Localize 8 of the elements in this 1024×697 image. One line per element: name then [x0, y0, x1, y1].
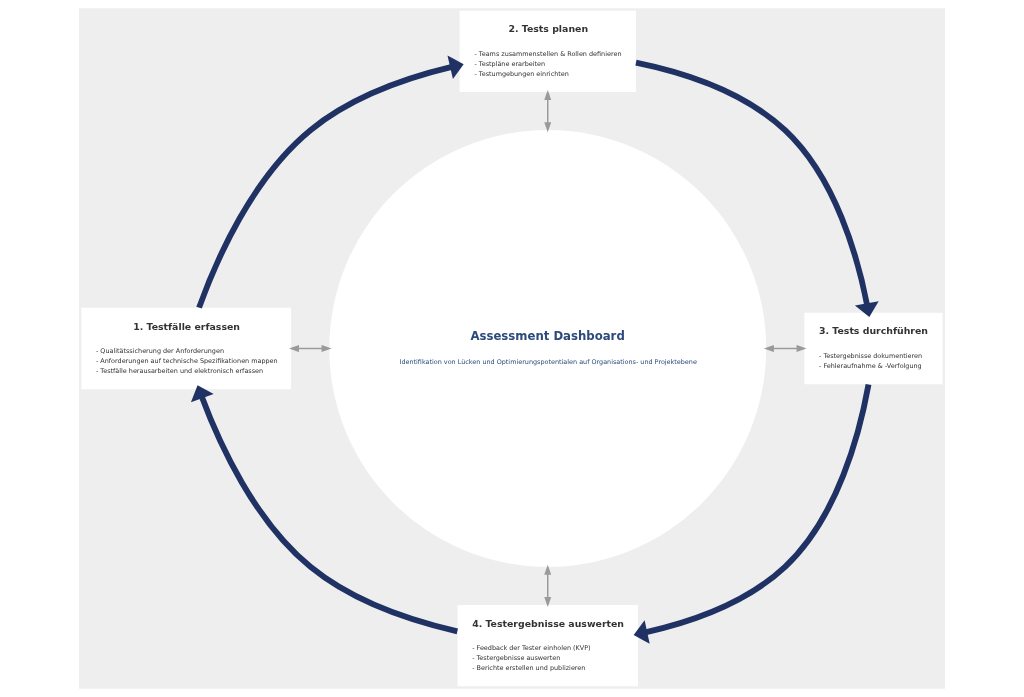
- arrow: [196, 55, 464, 309]
- arrow: [190, 385, 458, 635]
- arrow: [544, 89, 552, 133]
- arrow: [544, 564, 552, 607]
- arrow: [635, 59, 879, 317]
- arrow: [763, 345, 807, 352]
- arrow: [633, 383, 872, 644]
- arrow: [289, 345, 332, 352]
